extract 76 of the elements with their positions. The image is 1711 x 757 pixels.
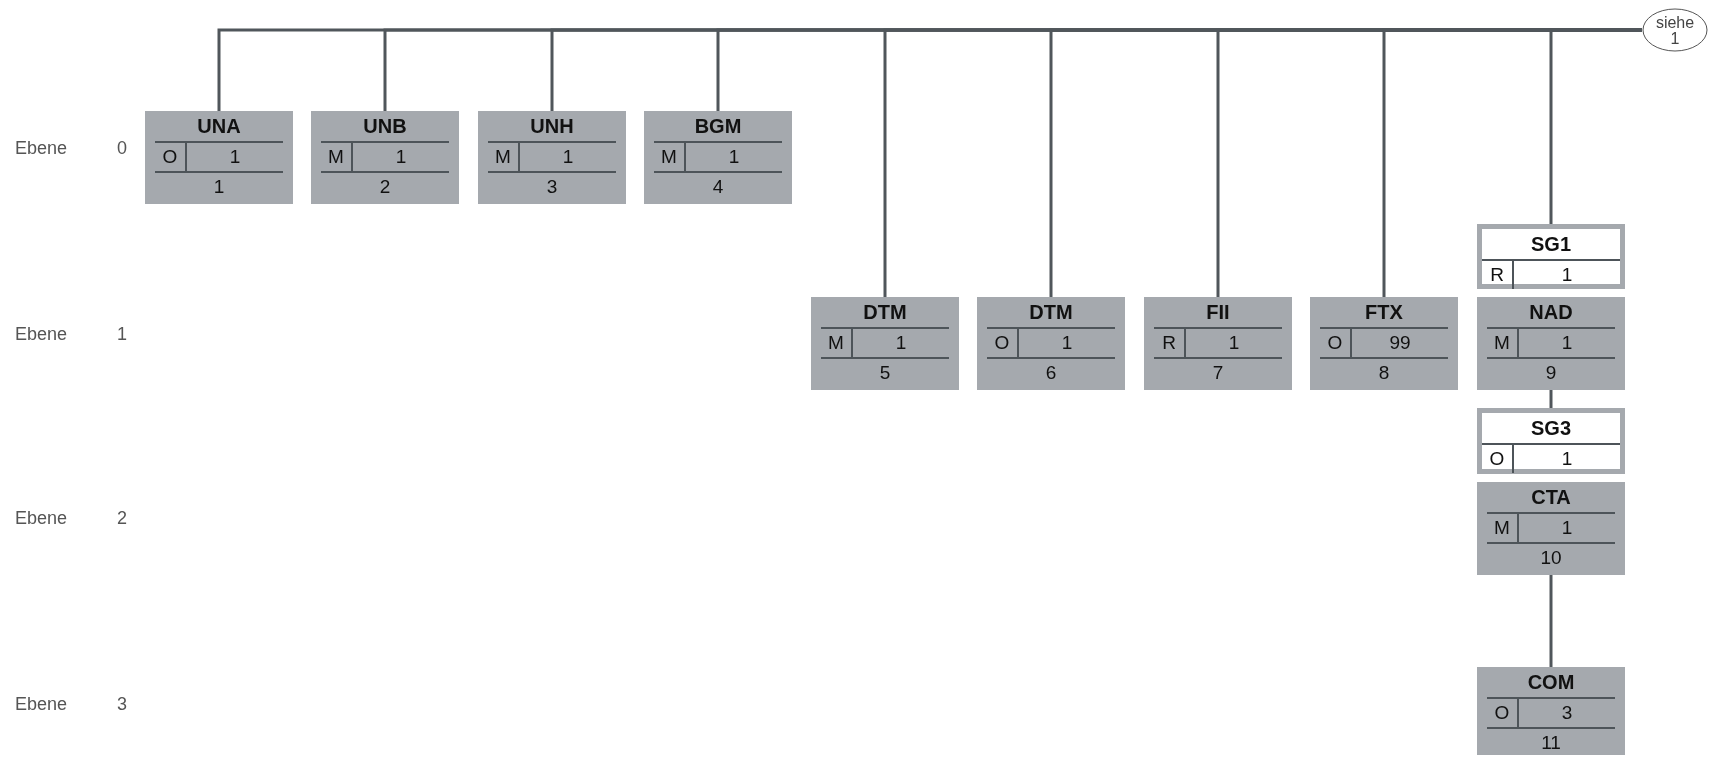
repetition-count: 1 [1061,331,1073,355]
segment-box [478,111,626,204]
segment-name: UNA [196,114,242,139]
level-label: Ebene [15,138,68,159]
repetition-count: 1 [229,145,241,169]
position-number: 11 [1540,731,1562,755]
repetition-count: 3 [1561,701,1573,725]
position-number: 3 [545,175,559,199]
status-code: M [828,331,844,355]
segment-group-box [1477,408,1625,474]
segment-name: UNB [362,114,408,139]
status-code: M [1494,516,1510,540]
segment-box [644,111,792,204]
status-code: O [1489,447,1505,471]
status-code: O [994,331,1010,355]
status-code: M [495,145,511,169]
repetition-count: 99 [1389,331,1411,355]
repetition-count: 1 [1561,516,1573,540]
segment-name: SG3 [1530,416,1572,441]
segment-name: COM [1526,670,1576,695]
position-number: 1 [212,175,226,199]
segment-box [1477,667,1625,755]
position-number: 2 [378,175,392,199]
status-code: M [1494,331,1510,355]
segment-box [1477,297,1625,390]
position-number: 6 [1044,361,1058,385]
segment-name: CTA [1530,485,1572,510]
segment-name: FII [1205,300,1231,325]
reference-oval [1642,8,1708,52]
level-label: Ebene [15,508,68,529]
level-number: 1 [117,324,127,345]
repetition-count: 1 [395,145,407,169]
level-number: 2 [117,508,127,529]
segment-name: NAD [1528,300,1574,325]
segment-box [977,297,1125,390]
position-number: 5 [878,361,892,385]
segment-name: SG1 [1530,232,1572,257]
repetition-count: 1 [1228,331,1240,355]
segment-name: UNH [529,114,575,139]
segment-box [311,111,459,204]
connector-line [1549,28,1642,224]
repetition-count: 1 [1561,263,1573,287]
level-number: 0 [117,138,127,159]
segment-name: DTM [1028,300,1074,325]
level-label: Ebene [15,694,68,715]
position-number: 8 [1377,361,1391,385]
segment-box [1144,297,1292,390]
reference-text: siehe 1 [1654,15,1696,47]
segment-name: DTM [862,300,908,325]
status-code: O [1327,331,1343,355]
level-label: Ebene [15,324,68,345]
segment-box [1310,297,1458,390]
status-code: O [1494,701,1510,725]
status-code: M [328,145,344,169]
segment-box [145,111,293,204]
position-number: 9 [1544,361,1558,385]
connector-line [1549,390,1553,408]
segment-box [811,297,959,390]
segment-name: BGM [693,114,743,139]
segment-box [1477,482,1625,575]
segment-name: FTX [1364,300,1404,325]
position-number: 7 [1211,361,1225,385]
connector-line [1549,575,1553,667]
position-number: 4 [711,175,725,199]
status-code: R [1162,331,1176,355]
status-code: O [162,145,178,169]
segment-group-box [1477,224,1625,289]
repetition-count: 1 [1561,331,1573,355]
status-code: R [1490,263,1504,287]
repetition-count: 1 [728,145,740,169]
repetition-count: 1 [562,145,574,169]
level-number: 3 [117,694,127,715]
repetition-count: 1 [1561,447,1573,471]
repetition-count: 1 [895,331,907,355]
position-number: 10 [1539,546,1563,570]
status-code: M [661,145,677,169]
